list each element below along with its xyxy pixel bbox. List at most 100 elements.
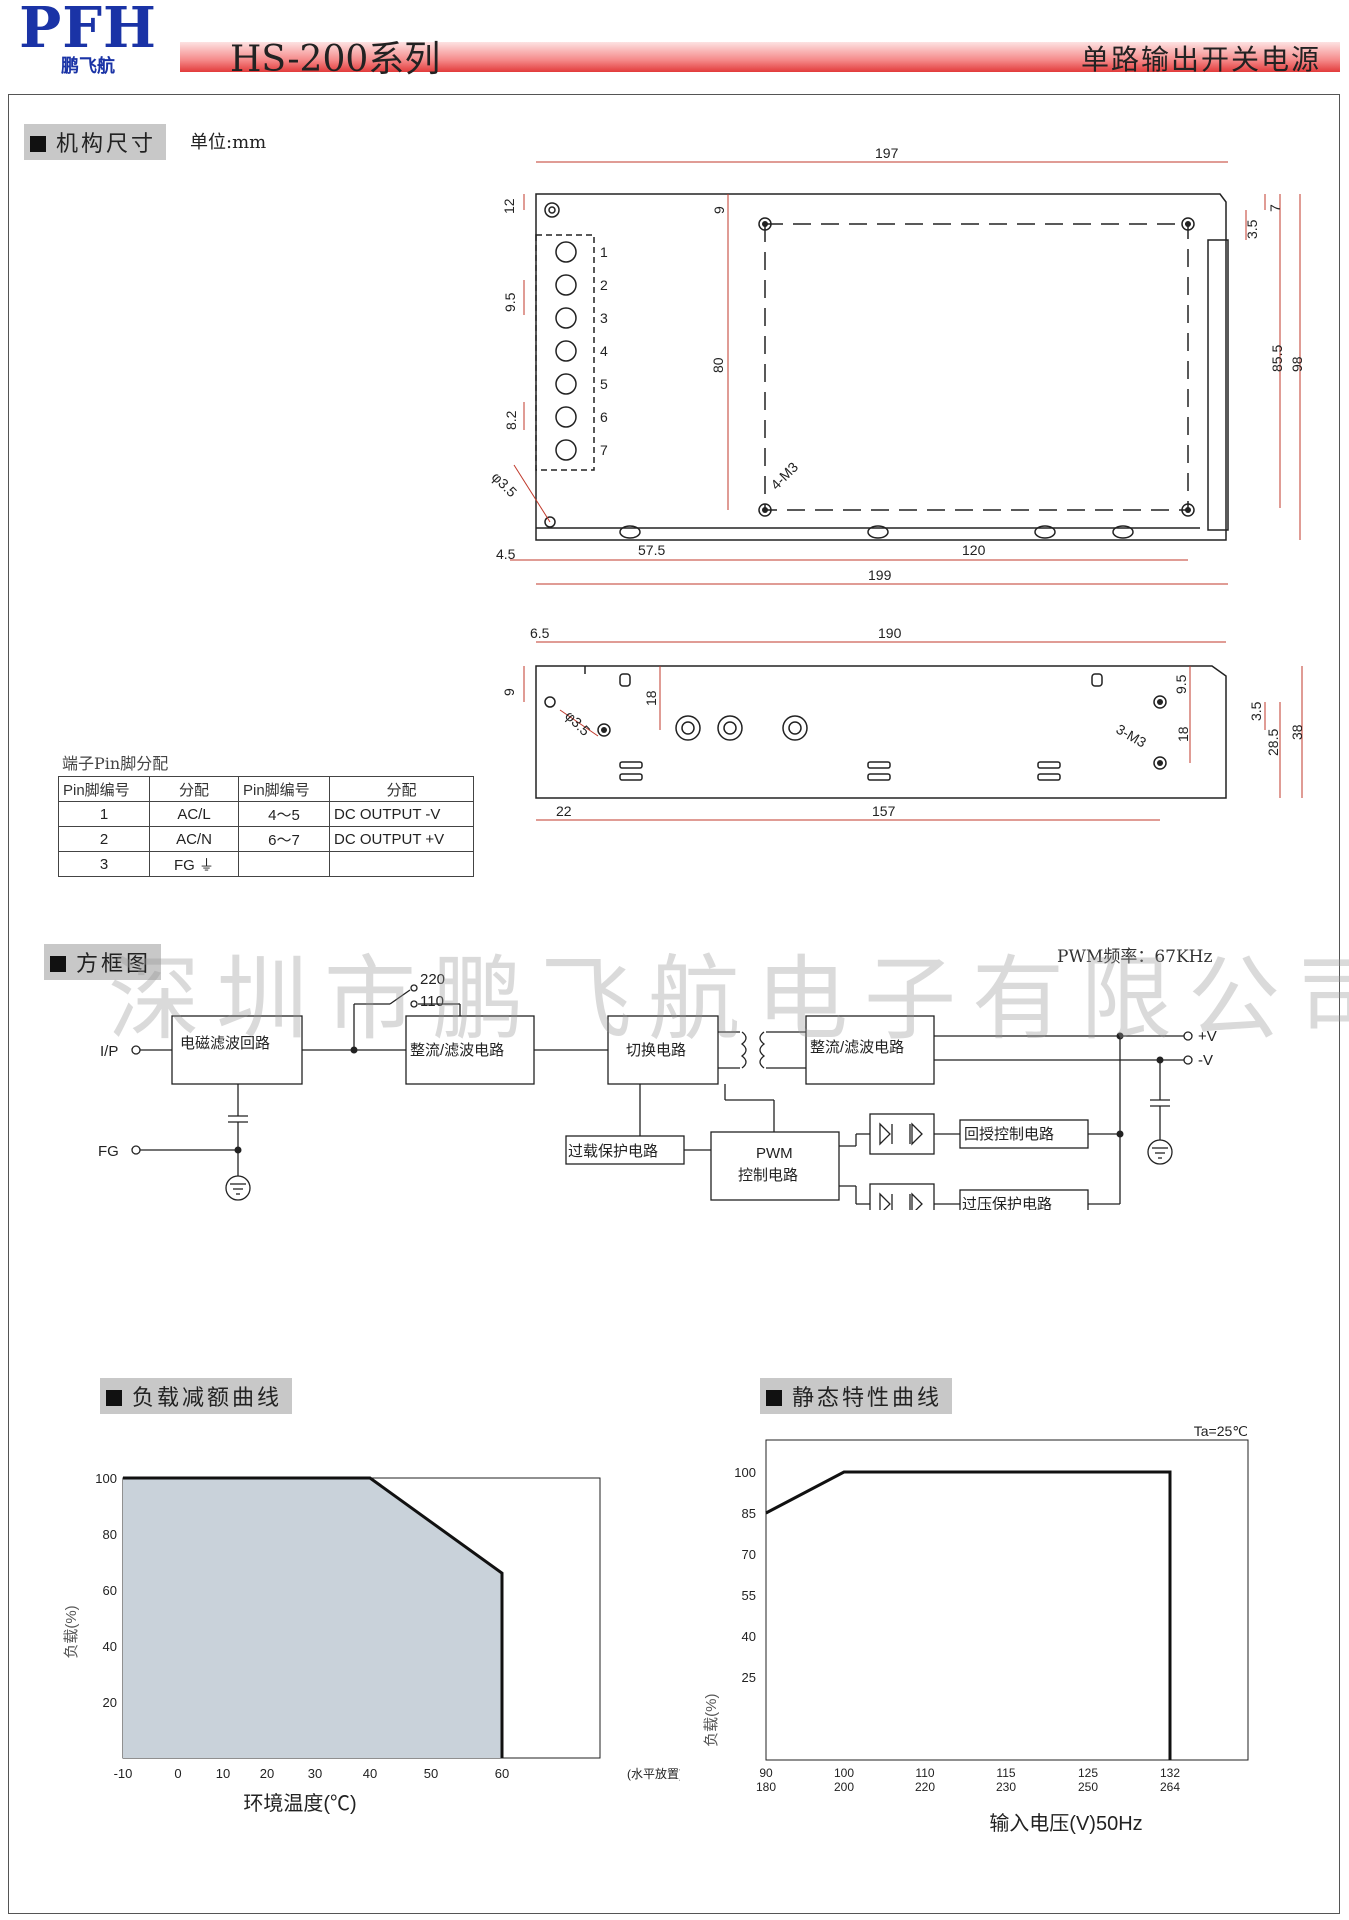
out-pos-label: +V <box>1198 1028 1217 1045</box>
table-cell: FG ⏚ <box>149 851 239 877</box>
y-tick-label: 100 <box>734 1465 756 1480</box>
x-tick-label: 100 <box>834 1766 854 1780</box>
table-cell: DC OUTPUT -V <box>329 801 474 827</box>
dim-label: 190 <box>878 625 902 641</box>
dim-label: 7 <box>1267 204 1283 212</box>
page-subtitle: 单路输出开关电源 <box>1080 43 1321 76</box>
table-header-cell: 分配 <box>329 776 474 802</box>
rect2-block-label: 整流/滤波电路 <box>810 1039 904 1056</box>
table-header-row: Pin脚编号 分配 Pin脚编号 分配 <box>58 776 474 802</box>
x-tick-label: 40 <box>363 1766 377 1781</box>
y-tick-label: 80 <box>103 1527 117 1542</box>
unit-label: 单位:mm <box>190 132 267 153</box>
table-cell: 6～7 <box>238 826 330 852</box>
dim-label: φ3.5 <box>489 469 521 501</box>
dim-label: 38 <box>1289 724 1305 740</box>
dim-label: 22 <box>556 803 572 819</box>
emi-block-label: 电磁滤波回路 <box>180 1035 270 1052</box>
dim-label: 197 <box>875 145 899 161</box>
table-cell: 4～5 <box>238 801 330 827</box>
content-frame <box>8 94 1340 1914</box>
dim-label: 57.5 <box>638 542 665 558</box>
x-tick-label: 20 <box>260 1766 274 1781</box>
dim-label: 157 <box>872 803 896 819</box>
x-tick-label: 60 <box>495 1766 509 1781</box>
bullet-square-icon <box>766 1390 782 1406</box>
y-tick-label: 25 <box>742 1670 756 1685</box>
table-cell: 1 <box>58 801 150 827</box>
dim-label: 12 <box>501 198 517 214</box>
dim-label: 98 <box>1289 356 1305 372</box>
switch-block-label: 切换电路 <box>626 1042 686 1059</box>
table-cell: DC OUTPUT +V <box>329 826 474 852</box>
x-tick-label-secondary: 220 <box>915 1780 935 1794</box>
derating-area <box>123 1478 502 1758</box>
dim-label: 199 <box>868 567 892 583</box>
dim-label: 85.5 <box>1269 345 1285 372</box>
pwm-block-label: PWM <box>756 1145 793 1162</box>
fg-label: FG <box>98 1143 119 1160</box>
table-row: 3 FG ⏚ <box>58 851 474 877</box>
x-tick-label: 132 <box>1160 1766 1180 1780</box>
block-pwm <box>710 1131 840 1201</box>
table-header-cell: Pin脚编号 <box>238 776 330 802</box>
table-header-cell: 分配 <box>149 776 239 802</box>
table-cell: 2 <box>58 826 150 852</box>
page-title: HS-200系列 <box>230 39 441 80</box>
bullet-square-icon <box>30 136 46 152</box>
dim-label: 3.5 <box>1244 219 1260 239</box>
switch-110-label: 110 <box>420 993 444 1010</box>
y-axis-label: 负载(%) <box>703 1693 720 1746</box>
feedback-block-label: 回授控制电路 <box>964 1126 1054 1143</box>
pin-number: 5 <box>600 376 608 392</box>
bullet-square-icon <box>50 956 66 972</box>
pin-number: 4 <box>600 343 608 359</box>
pin-number: 7 <box>600 442 608 458</box>
x-tick-label-secondary: 264 <box>1160 1780 1180 1794</box>
table-header-cell: Pin脚编号 <box>58 776 150 802</box>
dim-label: 6.5 <box>530 625 550 641</box>
chart-note: (水平放置) <box>627 1766 680 1781</box>
section-derating-label: 负载减额曲线 <box>132 1386 283 1411</box>
logo-text: PFH <box>19 0 157 61</box>
x-tick-label: 125 <box>1078 1766 1098 1780</box>
y-tick-label: 40 <box>742 1629 756 1644</box>
pwm-frequency: PWM频率：67KHz <box>1057 947 1213 967</box>
y-tick-label: 85 <box>742 1506 756 1521</box>
section-static: 静态特性曲线 <box>760 1378 953 1414</box>
x-tick-label: 110 <box>915 1766 934 1780</box>
pin-number: 3 <box>600 310 608 326</box>
dim-label: 18 <box>643 690 659 706</box>
y-tick-label: 70 <box>742 1547 756 1562</box>
y-tick-label: 20 <box>103 1695 117 1710</box>
dim-label: 3.5 <box>1248 701 1264 721</box>
plot-frame <box>765 1439 1249 1761</box>
dim-label: 4-M3 <box>767 459 801 493</box>
pwm-block-sublabel: 控制电路 <box>738 1167 798 1184</box>
block-diagram: 220 110 I/P FG 电磁滤波回路 整流/滤波电路 切换电路 整流/滤波… <box>98 971 1217 1210</box>
static-line <box>765 1470 1172 1760</box>
dim-label: 9.5 <box>502 292 518 312</box>
section-derating: 负载减额曲线 <box>100 1378 293 1414</box>
switch-220-label: 220 <box>420 971 445 988</box>
dim-label: 4.5 <box>496 546 516 562</box>
dim-label: 28.5 <box>1265 729 1281 756</box>
x-tick-label-secondary: 180 <box>756 1780 776 1794</box>
x-axis-label: 输入电压(V)50Hz <box>989 1812 1142 1835</box>
overload-block-label: 过载保护电路 <box>568 1143 658 1160</box>
derating-line <box>123 1476 504 1758</box>
header-bar <box>180 42 1340 72</box>
ip-label: I/P <box>100 1043 118 1060</box>
dim-label: 80 <box>710 357 726 373</box>
table-cell <box>238 851 330 877</box>
y-axis-label: 负载(%) <box>63 1605 80 1658</box>
pin-number: 2 <box>600 277 608 293</box>
pin-number: 1 <box>600 244 608 260</box>
table-cell: 3 <box>58 851 150 877</box>
y-tick-label: 100 <box>95 1471 117 1486</box>
side-view-drawing: 6.5 190 9 18 φ3.5 9.5 18 3-M3 3.5 28.5 3… <box>501 625 1305 821</box>
y-tick-label: 40 <box>103 1639 117 1654</box>
block-rect2 <box>805 1015 935 1085</box>
bullet-square-icon <box>106 1390 122 1406</box>
section-mechanical: 机构尺寸 <box>24 124 167 160</box>
